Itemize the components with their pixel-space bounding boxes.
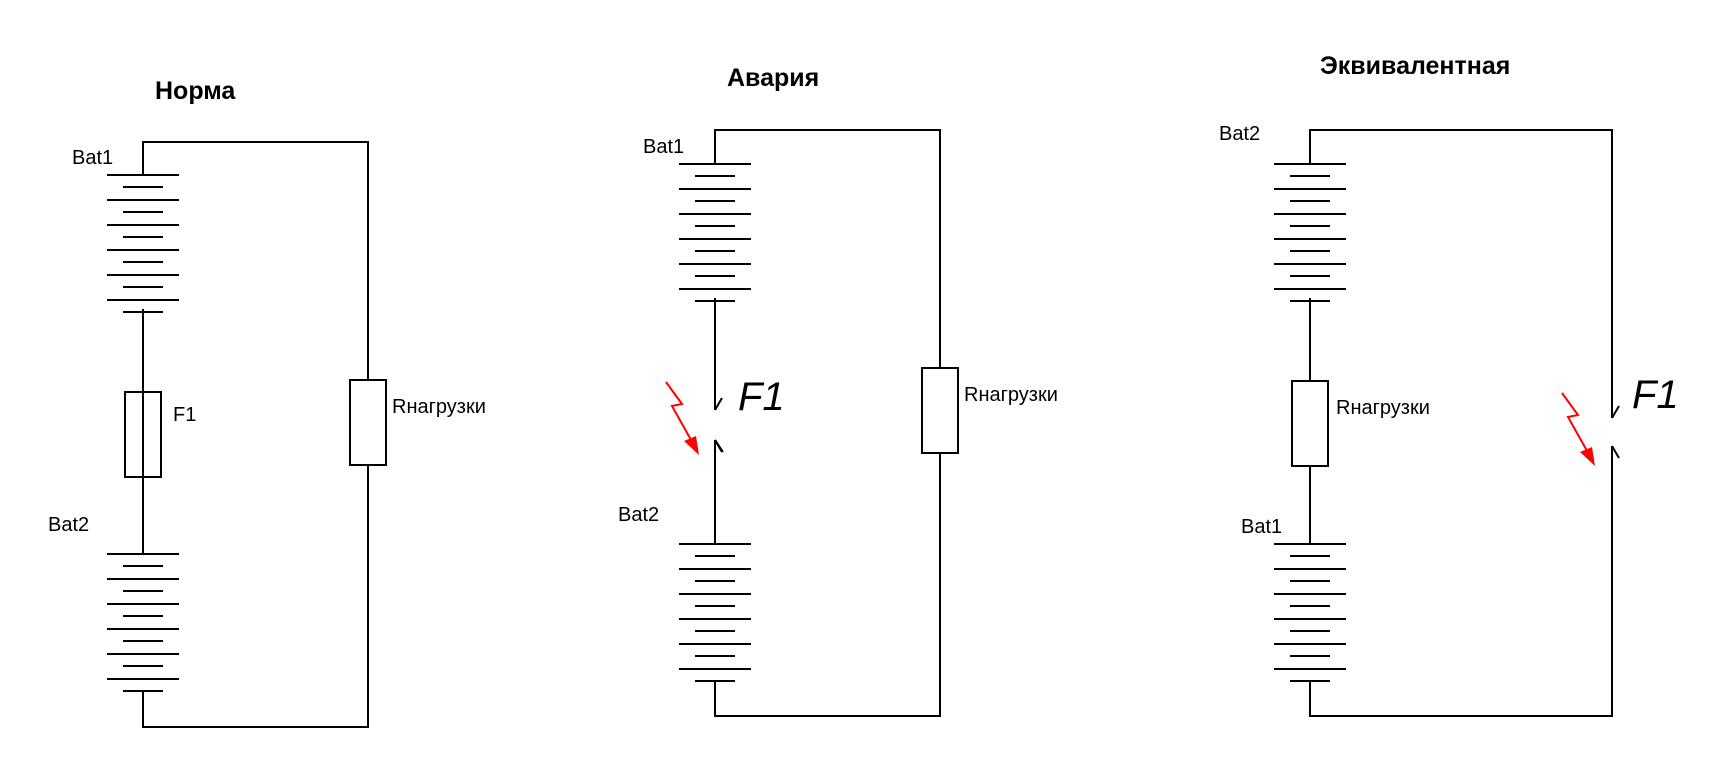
battery-bottom-icon [1273, 543, 1347, 682]
diagram-title: Авария [727, 64, 819, 92]
diagram-normal: Норма Bat1 F1 Bat2 Rнагрузки [48, 77, 486, 728]
load-resistor-icon [349, 379, 387, 466]
wire-top [714, 129, 941, 368]
load-resistor-icon [1291, 380, 1329, 467]
wire-bottom [142, 465, 369, 728]
diagram-equivalent: Эквивалентная Bat2 Rнагрузки Bat1 F1 [1219, 52, 1679, 717]
load-label: Rнагрузки [964, 384, 1058, 406]
load-label: Rнагрузки [1336, 397, 1430, 419]
battery-top-icon [1273, 163, 1347, 302]
battery-top-label: Bat1 [72, 147, 113, 169]
wire-top [142, 141, 369, 380]
fuse-label: F1 [738, 375, 785, 419]
diagram-title: Норма [155, 77, 236, 105]
battery-bottom-icon [106, 553, 180, 692]
wire-bottom [714, 453, 941, 717]
battery-top-label: Bat1 [643, 136, 684, 158]
load-resistor-icon [921, 367, 959, 454]
fuse-label: F1 [173, 404, 196, 426]
battery-bottom-label: Bat1 [1241, 516, 1282, 538]
battery-top-label: Bat2 [1219, 123, 1260, 145]
battery-top-icon [106, 174, 180, 313]
battery-bottom-label: Bat2 [48, 514, 89, 536]
battery-bottom-icon [678, 543, 752, 682]
diagram-fault: Авария Bat1 F1 Bat2 Rнагрузки [618, 64, 1058, 717]
diagram-title: Эквивалентная [1320, 52, 1510, 80]
fault-lightning-icon [665, 381, 699, 455]
open-fuse-lower-icon [1611, 445, 1620, 459]
fault-lightning-icon [1561, 392, 1595, 466]
wire-top [1309, 129, 1613, 418]
open-fuse-upper-icon [1611, 405, 1620, 419]
battery-bottom-label: Bat2 [618, 504, 659, 526]
battery-top-icon [678, 163, 752, 302]
fuse-label: F1 [1632, 373, 1679, 417]
wire-bottom [1309, 458, 1613, 717]
open-fuse-upper-icon [714, 397, 723, 411]
load-label: Rнагрузки [392, 396, 486, 418]
